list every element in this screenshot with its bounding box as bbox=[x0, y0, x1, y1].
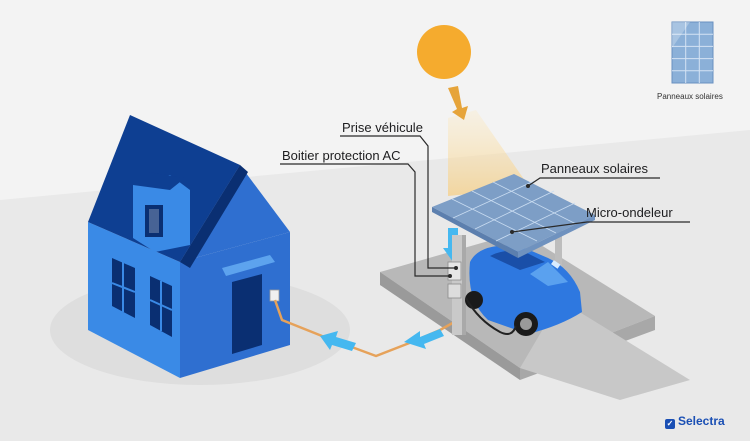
legend-caption: Panneaux solaires bbox=[657, 92, 723, 101]
car-body bbox=[469, 245, 582, 334]
legend-solar-panel-icon bbox=[671, 21, 714, 84]
leader-micro-ondeleur bbox=[511, 221, 690, 233]
label-boitier-protection: Boitier protection AC bbox=[282, 148, 401, 163]
brand-logo: ✓Selectra bbox=[665, 414, 725, 429]
car-hood bbox=[530, 262, 568, 286]
leader-dots bbox=[448, 184, 530, 278]
leader-prise-vehicule bbox=[340, 135, 456, 269]
ac-protection-box bbox=[447, 283, 462, 299]
house-roof-edge bbox=[180, 165, 248, 268]
house-ac-box bbox=[269, 289, 280, 302]
dormer-roof bbox=[133, 172, 185, 190]
brand-check-icon: ✓ bbox=[665, 419, 675, 429]
door-canopy bbox=[222, 255, 275, 276]
house-door bbox=[232, 274, 262, 354]
car-windshield bbox=[490, 250, 545, 270]
solar-panel-edge bbox=[432, 207, 518, 258]
carport-post-front-side bbox=[462, 235, 466, 335]
solar-panel-grid bbox=[451, 180, 577, 242]
solar-panel-edge-front bbox=[518, 215, 595, 258]
window-1-transom bbox=[111, 282, 136, 293]
brand-name: Selectra bbox=[678, 414, 725, 428]
leader-boitier-protection bbox=[280, 163, 450, 277]
car-charging-cable bbox=[465, 297, 517, 335]
sun-beam bbox=[448, 110, 530, 196]
car-headlight bbox=[551, 260, 561, 269]
label-panneaux-solaires: Panneaux solaires bbox=[541, 161, 648, 176]
sun-icon bbox=[417, 25, 471, 79]
leader-lines bbox=[280, 135, 690, 277]
car-wheel-front-hub bbox=[520, 318, 532, 330]
dormer-window bbox=[145, 205, 163, 237]
leader-panneaux-solaires bbox=[527, 177, 660, 187]
sun-ray-arrow bbox=[448, 86, 468, 120]
label-prise-vehicule: Prise véhicule bbox=[342, 120, 423, 135]
label-micro-ondeleur: Micro-ondeleur bbox=[586, 205, 673, 220]
carport-post-rear bbox=[555, 228, 562, 288]
dormer-window-glass bbox=[149, 209, 159, 233]
flow-arrow-to-house bbox=[320, 331, 356, 351]
flow-arrow-to-cable bbox=[404, 329, 444, 349]
parking-slab-side bbox=[380, 272, 520, 380]
parking-ramp bbox=[520, 300, 690, 400]
window-2-transom bbox=[149, 299, 173, 311]
